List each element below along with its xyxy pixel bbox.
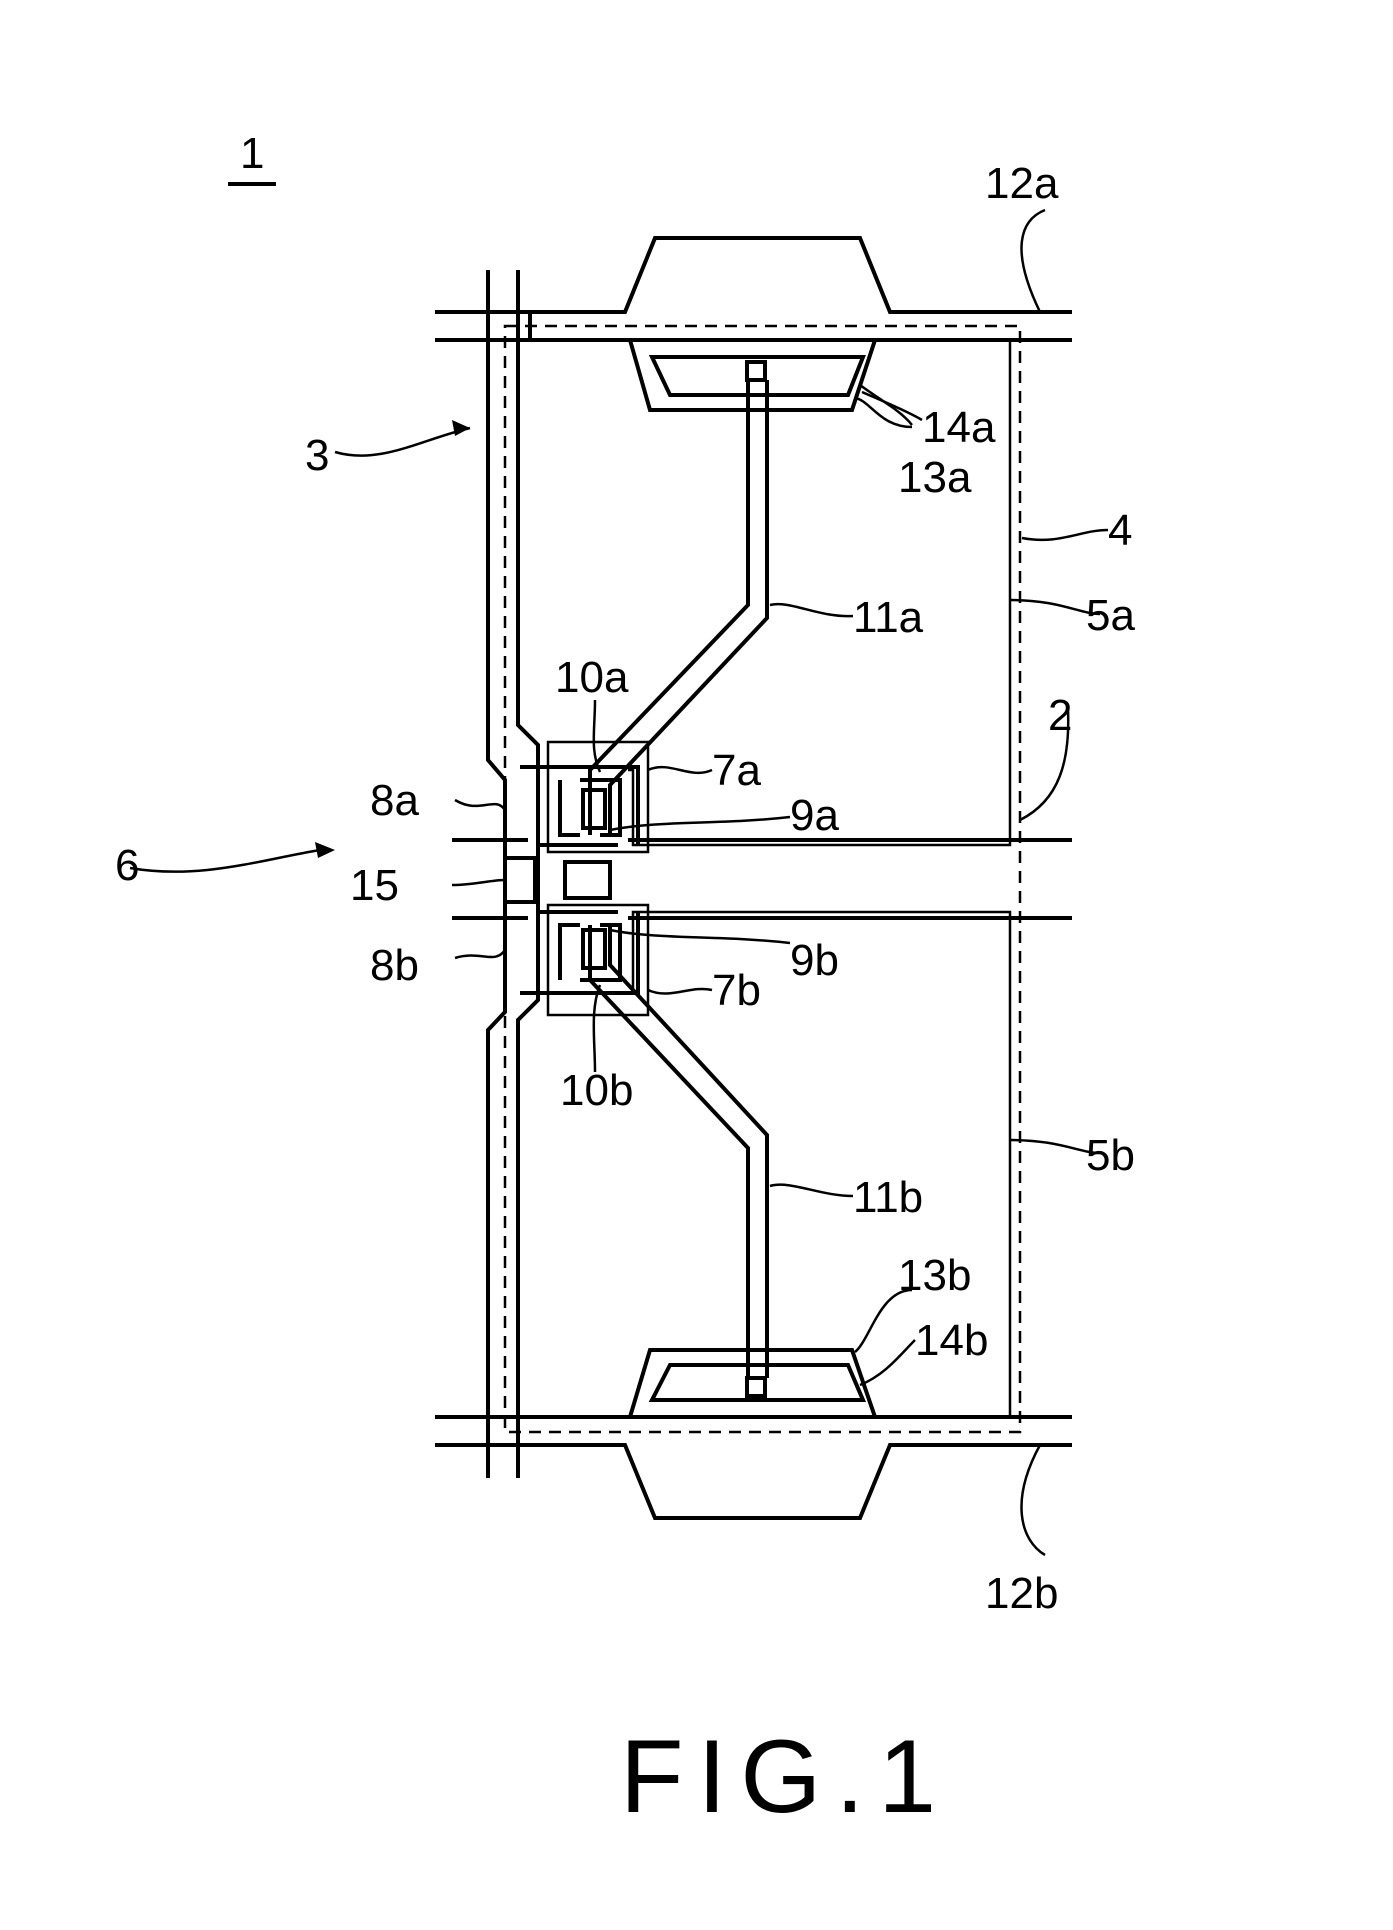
arrow-6 — [315, 842, 335, 858]
capacitor-electrode-13b — [630, 1350, 875, 1417]
leader-14a — [862, 392, 922, 420]
leader-8a — [455, 800, 505, 810]
label-10b: 10b — [560, 1066, 633, 1115]
label-14a: 14a — [922, 403, 996, 452]
leader-4 — [1022, 530, 1108, 540]
label-5a: 5a — [1086, 591, 1135, 640]
label-5b: 5b — [1086, 1131, 1135, 1180]
capacitor-line-12a — [435, 238, 1072, 340]
label-7a: 7a — [712, 746, 761, 795]
label-11a: 11a — [853, 593, 924, 642]
arrow-3 — [452, 420, 470, 436]
leader-6 — [130, 850, 320, 872]
label-9a: 9a — [790, 791, 839, 840]
leader-14b — [860, 1340, 915, 1385]
label-8a: 8a — [370, 776, 419, 825]
label-12b: 12b — [985, 1569, 1058, 1618]
gate-line-2 — [452, 840, 1072, 918]
leader-10b — [594, 985, 600, 1072]
label-12a: 12a — [985, 159, 1059, 208]
label-6: 6 — [115, 841, 139, 890]
leader-12a — [1021, 210, 1045, 312]
label-7b: 7b — [712, 966, 761, 1015]
label-4: 4 — [1108, 506, 1132, 555]
contact-hole-14a — [747, 362, 765, 380]
label-3: 3 — [305, 431, 329, 480]
connection-15 — [505, 845, 618, 912]
figure-number-label: 1 — [240, 129, 264, 178]
label-2: 2 — [1048, 691, 1072, 740]
reference-labels: 12a 12b 3 4 5a 5b 2 6 7a 7b 8a 8b 9a 9b … — [115, 159, 1135, 1618]
label-8b: 8b — [370, 941, 419, 990]
figure-caption: FIG.1 — [620, 1719, 950, 1835]
leader-3 — [335, 428, 470, 456]
repair-pad-15 — [505, 858, 535, 902]
leader-8b — [455, 950, 505, 958]
source-line-3 — [488, 270, 538, 1478]
leader-12b — [1021, 1445, 1045, 1555]
label-13b: 13b — [898, 1251, 971, 1300]
label-14b: 14b — [915, 1316, 988, 1365]
leader-11a — [770, 604, 853, 616]
label-13a: 13a — [898, 453, 972, 502]
label-9b: 9b — [790, 936, 839, 985]
label-15: 15 — [350, 861, 399, 910]
label-11b: 11b — [853, 1173, 923, 1222]
leader-11b — [770, 1185, 853, 1196]
contact-hole-14b — [747, 1378, 765, 1396]
leader-15 — [452, 880, 505, 885]
capacitor-electrode-13a — [630, 340, 875, 410]
leader-7b — [648, 989, 712, 994]
leader-7a — [648, 767, 712, 773]
label-10a: 10a — [555, 653, 629, 702]
